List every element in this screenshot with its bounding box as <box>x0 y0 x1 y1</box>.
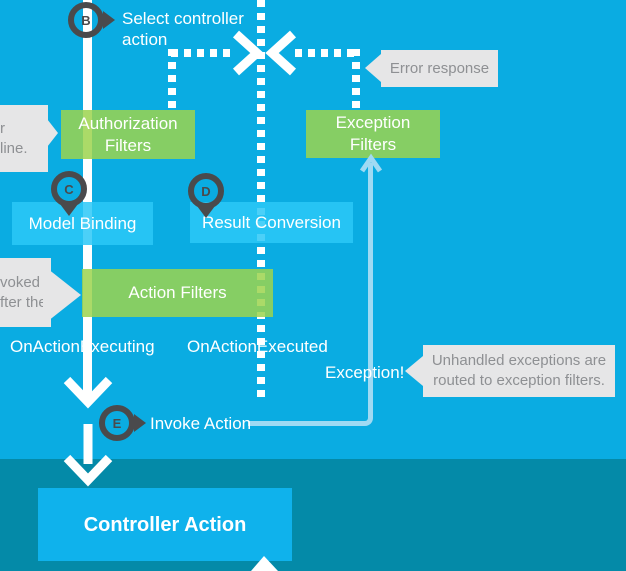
pin-b-letter: B <box>81 12 91 28</box>
unhandled-exceptions-text: Unhandled exceptions are routed to excep… <box>431 352 607 389</box>
clipped-invoked-callout: voked fter the <box>0 258 51 327</box>
clipped-invoked-text: voked fter the <box>0 273 47 311</box>
authorization-filters-label: Authorization Filters <box>78 113 178 155</box>
clipped-pipeline-text: r line. <box>0 119 28 157</box>
pin-d-letter: D <box>201 183 211 199</box>
pin-e-letter: E <box>112 415 122 431</box>
pin-b-icon: B <box>68 2 104 38</box>
error-response-callout-pointer <box>365 54 381 82</box>
action-filters-box: Action Filters <box>82 269 273 317</box>
model-binding-box: Model Binding <box>12 202 153 245</box>
exception-filters-label: Exception Filters <box>335 113 411 154</box>
controller-action-box: Controller Action <box>38 488 292 561</box>
model-binding-label: Model Binding <box>28 213 137 233</box>
controller-action-label: Controller Action <box>83 513 247 536</box>
exception-dashed-line-vertical <box>352 49 360 110</box>
exception-routing-line <box>248 163 373 426</box>
response-flow-dashed-line <box>257 0 265 402</box>
exception-label: Exception! <box>325 363 405 382</box>
pin-c-letter: C <box>64 181 74 197</box>
exception-dashed-line-horizontal <box>295 49 357 57</box>
pin-e-icon: E <box>99 405 135 441</box>
unhandled-exceptions-callout: Unhandled exceptions are routed to excep… <box>423 345 615 397</box>
result-conversion-label: Result Conversion <box>202 212 341 232</box>
action-filters-label: Action Filters <box>128 283 227 302</box>
authorization-dashed-line-horizontal <box>171 49 235 57</box>
clipped-pipeline-callout-pointer <box>40 110 58 156</box>
exception-filters-box: Exception Filters <box>306 110 440 158</box>
error-response-text: Error response <box>389 59 490 77</box>
invoke-action-label: Invoke Action <box>150 414 252 433</box>
error-response-callout: Error response <box>381 50 498 87</box>
merge-arrow-left-icon <box>265 30 297 76</box>
select-controller-action-label: Select controller action <box>122 9 244 49</box>
authorization-filters-box: Authorization Filters <box>61 110 195 159</box>
pin-d-icon: D <box>188 173 224 209</box>
pin-c-icon: C <box>51 171 87 207</box>
on-action-executed-label: OnActionExecuted <box>187 337 328 356</box>
on-action-executing-label: OnActionExecuting <box>10 337 155 356</box>
authorization-dashed-line-vertical <box>168 49 176 110</box>
unhandled-exceptions-callout-pointer <box>405 356 423 386</box>
result-conversion-box: Result Conversion <box>190 202 353 243</box>
clipped-invoked-callout-pointer <box>43 265 81 325</box>
request-flow-line <box>83 0 92 396</box>
